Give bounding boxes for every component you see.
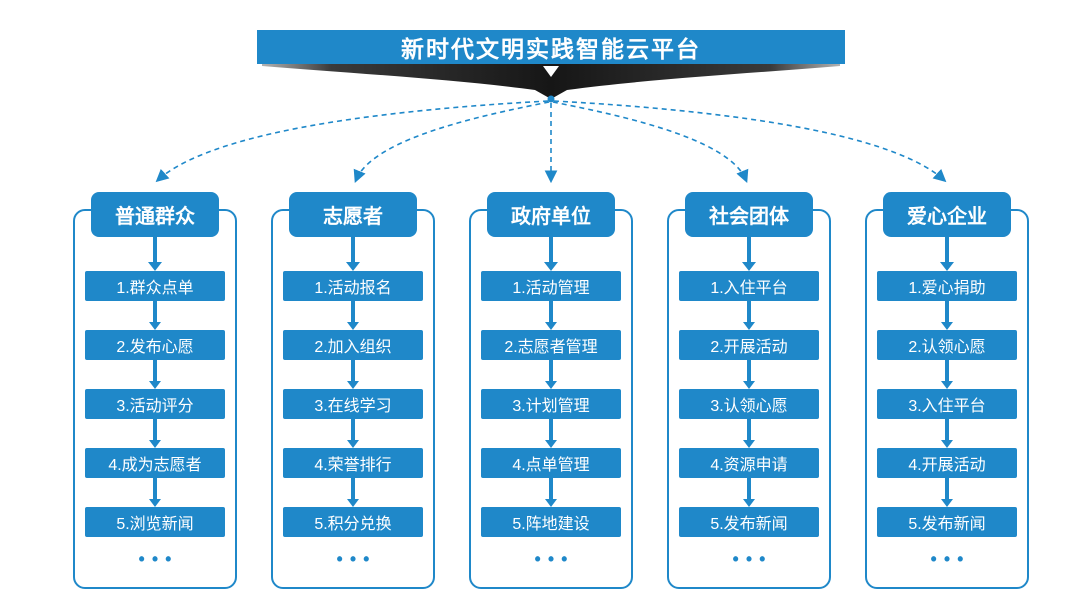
- more-dots: •••: [930, 549, 971, 569]
- arrow-down-icon: [940, 237, 954, 271]
- flow-step: 3.活动评分: [85, 389, 225, 419]
- column-flow: 1.爱心捐助 2.认领心愿 3.入住平台 4.开展活动 5.发布新闻 •••: [867, 211, 1027, 587]
- arrow-down-icon: [149, 419, 161, 448]
- ribbon-shape: [262, 64, 840, 99]
- flow-step: 4.荣誉排行: [283, 448, 423, 478]
- flow-step: 1.活动报名: [283, 271, 423, 301]
- arrow-down-icon: [148, 237, 162, 271]
- flow-step: 5.积分兑换: [283, 507, 423, 537]
- connector-dashed-arrow: [353, 101, 550, 183]
- arrow-down-icon: [743, 419, 755, 448]
- arrow-down-icon: [347, 360, 359, 389]
- column-header: 志愿者: [289, 192, 417, 237]
- arrow-down-icon: [544, 237, 558, 271]
- column-card-ordinary-people: 普通群众 1.群众点单 2.发布心愿 3.活动评分 4.成为志愿者 5.浏览新闻…: [73, 192, 237, 589]
- platform-banner: 新时代文明实践智能云平台: [257, 30, 845, 64]
- flow-step: 4.点单管理: [481, 448, 621, 478]
- arrow-down-icon: [545, 478, 557, 507]
- column-flow: 1.入住平台 2.开展活动 3.认领心愿 4.资源申请 5.发布新闻 •••: [669, 211, 829, 587]
- column-flow: 1.活动管理 2.志愿者管理 3.计划管理 4.点单管理 5.阵地建设 •••: [471, 211, 631, 587]
- arrow-down-icon: [545, 419, 557, 448]
- arrow-down-icon: [149, 478, 161, 507]
- connector-dashed-arrow: [553, 100, 947, 183]
- arrow-down-icon: [941, 478, 953, 507]
- flow-step: 2.认领心愿: [877, 330, 1017, 360]
- column-header: 政府单位: [487, 192, 615, 237]
- flow-step: 5.发布新闻: [679, 507, 819, 537]
- flow-step: 4.成为志愿者: [85, 448, 225, 478]
- arrow-down-icon: [545, 360, 557, 389]
- more-dots: •••: [138, 549, 179, 569]
- flow-step: 2.志愿者管理: [481, 330, 621, 360]
- column-header: 社会团体: [685, 192, 813, 237]
- column-card-government-units: 政府单位 1.活动管理 2.志愿者管理 3.计划管理 4.点单管理 5.阵地建设…: [469, 192, 633, 589]
- column-card-social-organizations: 社会团体 1.入住平台 2.开展活动 3.认领心愿 4.资源申请 5.发布新闻 …: [667, 192, 831, 589]
- arrow-down-icon: [743, 478, 755, 507]
- column-flow: 1.活动报名 2.加入组织 3.在线学习 4.荣誉排行 5.积分兑换 •••: [273, 211, 433, 587]
- flow-step: 4.开展活动: [877, 448, 1017, 478]
- flow-step: 5.浏览新闻: [85, 507, 225, 537]
- flow-step: 2.加入组织: [283, 330, 423, 360]
- arrow-down-icon: [743, 301, 755, 330]
- column-header: 爱心企业: [883, 192, 1011, 237]
- flow-step: 5.发布新闻: [877, 507, 1017, 537]
- flow-step: 1.入住平台: [679, 271, 819, 301]
- flow-step: 3.认领心愿: [679, 389, 819, 419]
- platform-title: 新时代文明实践智能云平台: [401, 36, 701, 62]
- more-dots: •••: [336, 549, 377, 569]
- column-flow: 1.群众点单 2.发布心愿 3.活动评分 4.成为志愿者 5.浏览新闻 •••: [75, 211, 235, 587]
- arrow-down-icon: [346, 237, 360, 271]
- connector-dashed-arrow: [155, 100, 549, 183]
- flow-step: 3.在线学习: [283, 389, 423, 419]
- more-dots: •••: [732, 549, 773, 569]
- flow-step: 2.发布心愿: [85, 330, 225, 360]
- arrow-down-icon: [347, 419, 359, 448]
- column-card-volunteers: 志愿者 1.活动报名 2.加入组织 3.在线学习 4.荣誉排行 5.积分兑换 •…: [271, 192, 435, 589]
- flow-step: 1.爱心捐助: [877, 271, 1017, 301]
- arrow-down-icon: [941, 419, 953, 448]
- arrow-down-icon: [545, 301, 557, 330]
- column-header: 普通群众: [91, 192, 219, 237]
- ribbon-arrow-down-icon: [543, 66, 559, 77]
- more-dots: •••: [534, 549, 575, 569]
- flow-step: 1.群众点单: [85, 271, 225, 301]
- arrow-down-icon: [347, 301, 359, 330]
- flow-step: 1.活动管理: [481, 271, 621, 301]
- flow-step: 3.计划管理: [481, 389, 621, 419]
- flow-step: 5.阵地建设: [481, 507, 621, 537]
- arrow-down-icon: [149, 360, 161, 389]
- arrow-down-icon: [149, 301, 161, 330]
- arrow-down-icon: [743, 360, 755, 389]
- arrow-down-icon: [347, 478, 359, 507]
- flow-step: 4.资源申请: [679, 448, 819, 478]
- flow-step: 2.开展活动: [679, 330, 819, 360]
- arrow-down-icon: [941, 360, 953, 389]
- hub-dot: [547, 95, 555, 103]
- arrow-down-icon: [941, 301, 953, 330]
- column-card-caring-enterprises: 爱心企业 1.爱心捐助 2.认领心愿 3.入住平台 4.开展活动 5.发布新闻 …: [865, 192, 1029, 589]
- connector-dashed-arrow: [552, 101, 749, 183]
- arrow-down-icon: [742, 237, 756, 271]
- flow-step: 3.入住平台: [877, 389, 1017, 419]
